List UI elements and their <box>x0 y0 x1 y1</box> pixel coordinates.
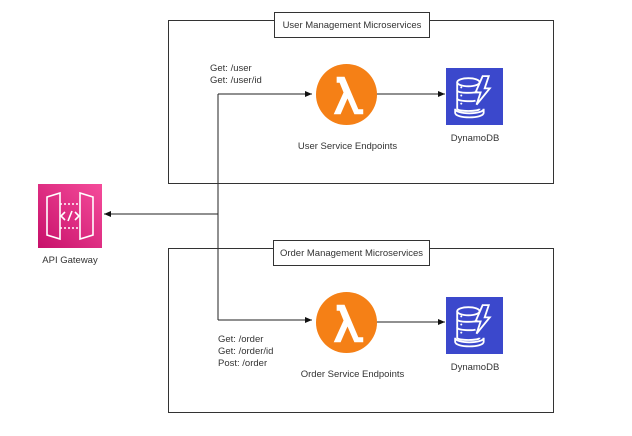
user-lambda-label: User Service Endpoints <box>297 141 398 152</box>
lambda-icon[interactable] <box>315 291 378 354</box>
order-management-title: Order Management Microservices <box>273 240 430 266</box>
user-management-title: User Management Microservices <box>274 12 430 38</box>
order-endpoints-list: Get: /order Get: /order/id Post: /order <box>218 334 273 370</box>
dynamodb-icon[interactable] <box>446 297 503 354</box>
lambda-icon[interactable] <box>315 63 378 126</box>
endpoint-item: Get: /order <box>218 334 264 345</box>
endpoint-item: Get: /user/id <box>210 75 262 86</box>
endpoint-item: Get: /user <box>210 63 252 74</box>
user-dynamodb-label: DynamoDB <box>450 133 500 144</box>
dynamodb-icon[interactable] <box>446 68 503 125</box>
user-endpoints-list: Get: /user Get: /user/id <box>210 63 262 87</box>
endpoint-item: Get: /order/id <box>218 346 274 357</box>
api-gateway-label: API Gateway <box>42 255 98 266</box>
order-lambda-label: Order Service Endpoints <box>300 369 405 380</box>
order-dynamodb-label: DynamoDB <box>450 362 500 373</box>
endpoint-item: Post: /order <box>218 358 268 369</box>
api-gateway-icon[interactable] <box>38 184 102 248</box>
